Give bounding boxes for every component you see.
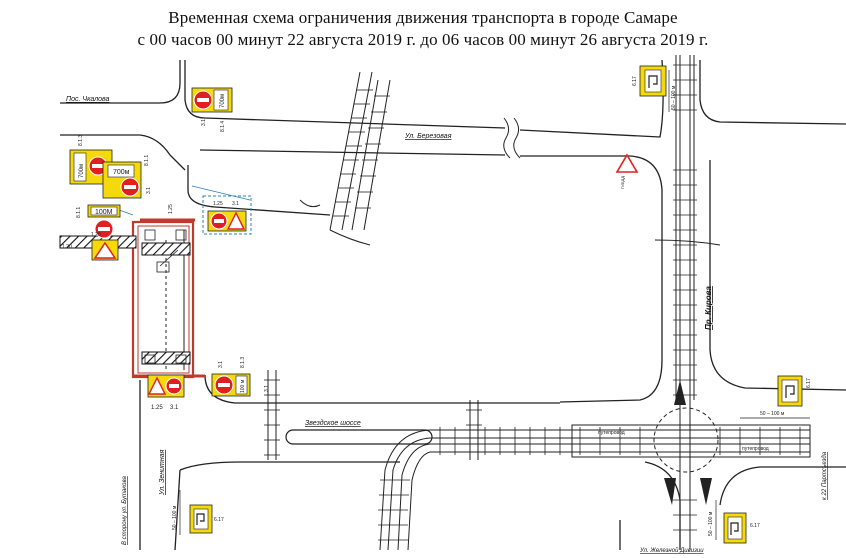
direction-prospect: к 22 Партсъезда xyxy=(822,451,828,500)
street-chkalova: Пос. Чкалова xyxy=(66,96,110,103)
sign-5-code: 1.25 xyxy=(213,201,223,207)
railway-vertical-ties xyxy=(673,64,697,531)
sign-group-700m: 700м 3.1 8.1.1 xyxy=(102,155,152,199)
triangle-label: ГИБДД xyxy=(620,176,625,189)
sign-11-code: 6.17 xyxy=(750,523,760,529)
sign-5-code-3: 1.25 xyxy=(168,204,174,214)
railway-vertical-mid xyxy=(267,370,479,460)
sign-1-code: 3.1 xyxy=(201,119,207,126)
sign-4-code: 8.1.1 xyxy=(76,207,82,218)
sign-10-dist: 50 – 100 м xyxy=(172,505,178,530)
sign-7-distance: 100 м xyxy=(240,379,246,393)
sign-5-code-2: 3.1 xyxy=(232,201,239,207)
sign-group-bottom-left: 1.25 3.1 xyxy=(147,374,185,411)
railway-diagonal-ties xyxy=(333,89,390,217)
sign-7-code-2: 8.1.3 xyxy=(240,357,246,368)
sign-3-code: 3.1 xyxy=(146,187,152,194)
sign-7-code-3: 3.1 xyxy=(264,385,270,392)
detour-sign-bottom-right: 6.17 50 – 100 м xyxy=(708,500,760,544)
railway-vertical-right xyxy=(675,55,695,550)
sign-6-code-2: 3.1 xyxy=(170,405,179,411)
road-curbs xyxy=(60,59,846,551)
sign-3-code-2: 8.1.1 xyxy=(144,155,150,166)
railway-curve-bottom xyxy=(379,429,431,551)
railway-diagonal-top xyxy=(329,71,391,231)
street-kirova: Пр. Кирова xyxy=(704,286,713,330)
overpass-label-2: путепровод xyxy=(742,446,769,452)
sign-9-dist: 50 – 100 м xyxy=(760,411,785,417)
pointer-line xyxy=(191,185,251,201)
sign-6-code: 1.25 xyxy=(151,405,163,411)
sign-1-code-2: 8.1.4 xyxy=(220,121,226,132)
sign-group-100m: 100М 8.1.1 1.25 xyxy=(76,204,121,261)
sign-group-frame xyxy=(202,195,252,235)
direction-butakova: В сторону ул. Бутакова xyxy=(122,476,128,545)
arrow-down-left xyxy=(664,478,676,505)
sign-8-code: 6.17 xyxy=(632,76,638,86)
street-zenitnaya: Ул. Зенитная xyxy=(159,449,166,496)
warning-triangle-sign: ГИБДД xyxy=(615,153,639,189)
sign-9-code: 6.17 xyxy=(806,378,812,388)
sign-group-chkalova: 700м 3.1 8.1.4 xyxy=(191,87,233,132)
sign-2-distance: 700м xyxy=(79,164,85,178)
street-berezovaya: Ул. Березовая xyxy=(404,133,452,140)
median-island xyxy=(285,429,433,445)
overpass-label-1: путепровод xyxy=(598,430,625,436)
closed-work-zone xyxy=(59,218,205,379)
sign-13-code: 1.20 xyxy=(62,244,72,250)
arrow-up xyxy=(674,380,686,405)
street-zvezdnoe: Звездское шоссе xyxy=(305,419,361,427)
sign-1-distance: 700м xyxy=(220,94,226,108)
sign-12-code: 1.25 xyxy=(91,232,101,238)
sign-2-code: 8.1.3 xyxy=(78,135,84,146)
sign-10-code: 6.17 xyxy=(214,517,224,523)
detour-sign-top-right: 6.17 50 – 100 м xyxy=(632,65,677,112)
overpass-frame xyxy=(571,424,811,458)
sign-group-boxed: 1.25 3.1 1.25 xyxy=(168,201,247,232)
map-title-line-1: Временная схема ограничения движения тра… xyxy=(168,8,678,27)
detour-sign-right: 6.17 50 – 100 м xyxy=(740,375,812,419)
sign-8-dist: 50 – 100 м xyxy=(671,85,677,110)
detour-sign-bottom-left: 6.17 50 – 100 м xyxy=(172,490,224,535)
sign-4-distance: 100М xyxy=(95,209,113,216)
railway-horizontal-ties xyxy=(439,427,801,455)
map-title-line-2: с 00 часов 00 минут 22 августа 2019 г. д… xyxy=(137,30,709,49)
sign-11-dist: 50 – 100 м xyxy=(708,511,714,536)
overpass-zone xyxy=(653,407,719,473)
sign-3-distance: 700м xyxy=(113,169,130,176)
street-zheleznoy: Ул. Железной Дивизии xyxy=(639,547,704,554)
arrow-down-right xyxy=(700,478,712,505)
sign-7-code: 3.1 xyxy=(218,361,224,368)
sign-group-zvezdnoe: 100 м 3.1 8.1.3 xyxy=(211,357,251,397)
